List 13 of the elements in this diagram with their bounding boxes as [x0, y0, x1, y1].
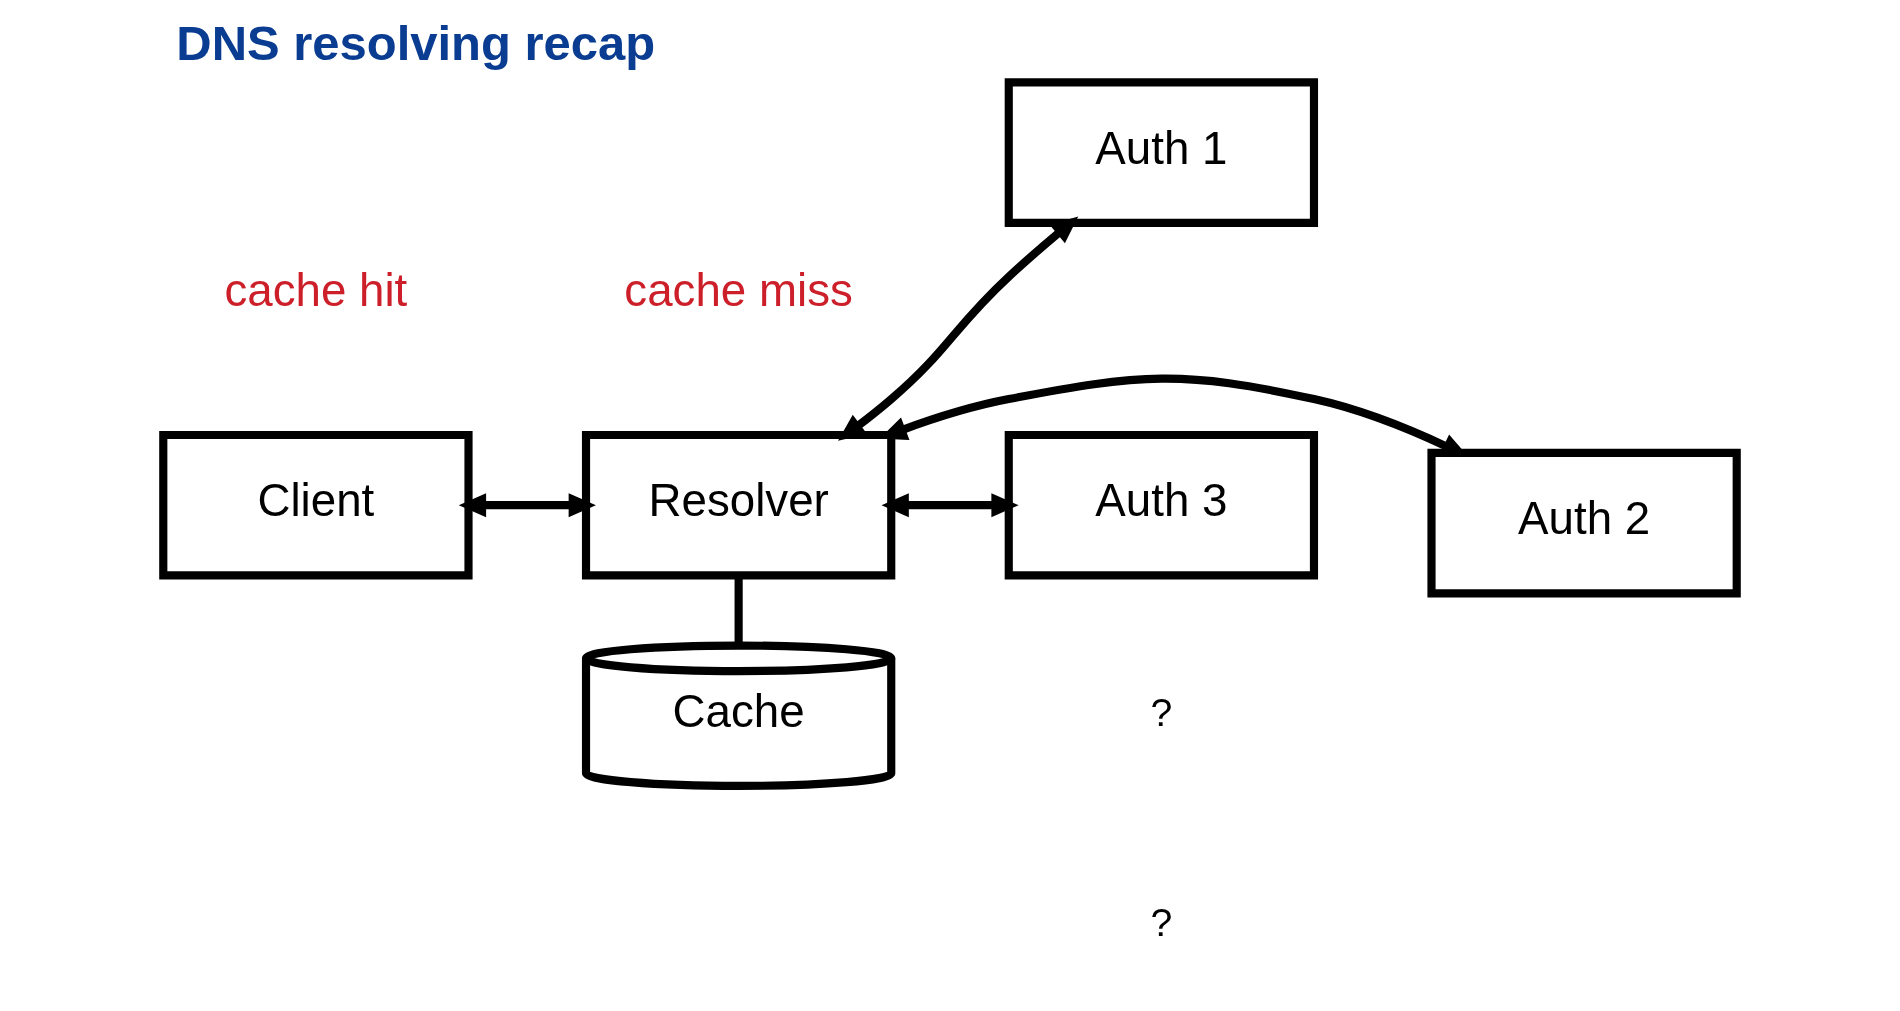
node-box: Resolver: [581, 430, 896, 579]
node-box: Client: [159, 430, 473, 579]
label: cache miss: [624, 264, 853, 316]
arrow: [458, 492, 596, 517]
arrow: [838, 216, 1079, 441]
label: ?: [1150, 900, 1173, 944]
label: cache hit: [224, 264, 408, 316]
node-box: Auth 1: [1004, 77, 1319, 227]
label: ?: [1150, 690, 1173, 734]
diagram-title: DNS resolving recap: [176, 15, 656, 70]
node-box: Auth 2: [1427, 448, 1741, 597]
arrow: [881, 492, 1019, 517]
node-box: Auth 3: [1004, 430, 1319, 579]
